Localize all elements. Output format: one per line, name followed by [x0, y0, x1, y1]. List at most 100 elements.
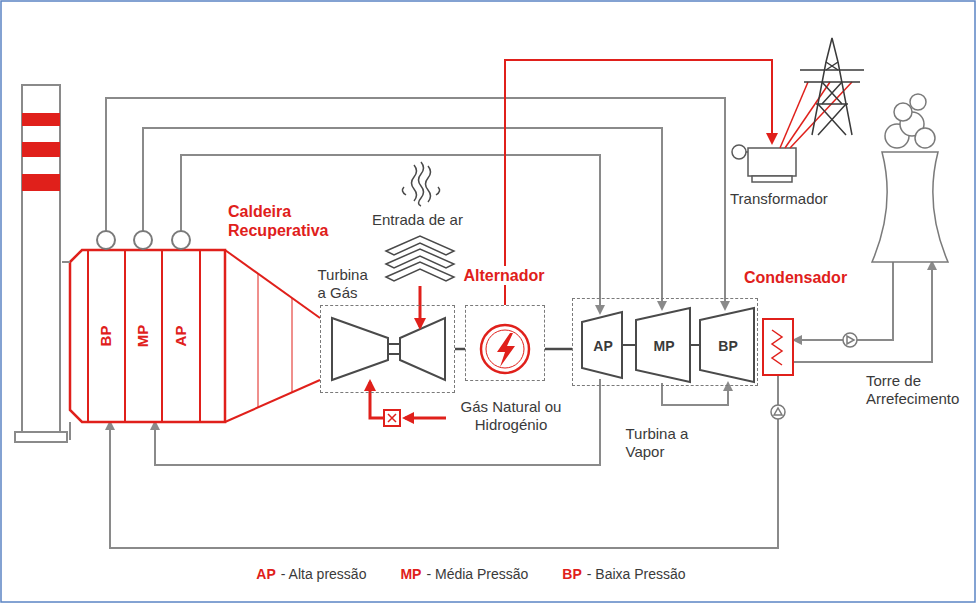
boiler-outline-part — [292, 298, 293, 392]
node-label: Turbina a Vapor — [626, 425, 698, 461]
air-intake-part — [386, 262, 454, 281]
node-label: Caldeira Recuperativa — [228, 202, 348, 240]
chimney-part — [22, 174, 60, 191]
power-pylon-part — [818, 62, 846, 135]
chimney-part — [22, 142, 60, 157]
air-intake-part — [436, 187, 440, 195]
node-label: Torre de Arrefecimento — [866, 372, 972, 408]
turbine-stage: BP — [701, 309, 755, 383]
legend-abbreviation: AP — [256, 566, 275, 583]
cooling-tower-part — [910, 94, 926, 110]
boiler-outline-part — [69, 422, 71, 440]
node-label: MP — [654, 338, 675, 355]
pumps-part — [847, 336, 854, 344]
node-label: Transformador — [728, 190, 830, 208]
fuel-supply-part — [384, 410, 400, 426]
legend-description: - Média Pressão — [426, 566, 528, 583]
alternator-symbol-part — [486, 330, 524, 368]
gas-turbine-symbol-part — [400, 318, 445, 380]
cooling-tower — [872, 94, 948, 262]
node-label: MP — [135, 325, 153, 348]
boiler-section: BP — [88, 250, 125, 422]
boiler-outline-part — [87, 250, 89, 422]
node-label: Alternador — [462, 266, 547, 285]
chimney-part — [22, 85, 60, 433]
gas-turbine-symbol-part — [388, 344, 400, 354]
shaft-line — [545, 348, 572, 351]
power-pylon-part — [800, 70, 864, 104]
boiler-outline — [62, 250, 320, 440]
pumps — [771, 333, 857, 419]
steam-turbine-stages-part — [690, 344, 700, 346]
steam-turbine-box: Turbina a VaporAPMPBP — [572, 298, 758, 386]
cooling-tower-part — [872, 152, 948, 262]
alternator-box: Alternador — [465, 305, 545, 381]
steam-turbine-stages-part — [622, 344, 636, 346]
cooling-tower: Torre de Arrefecimento — [858, 150, 962, 262]
boiler-section: AP — [162, 250, 200, 422]
steam-turbine-stages-part — [582, 312, 622, 378]
boiler-outline-part — [124, 250, 126, 422]
pumps-part — [771, 405, 785, 419]
fuel-label: Gás Natural ou Hidrogénio — [450, 398, 572, 434]
transformer — [732, 82, 852, 182]
steam-drums-part — [134, 231, 152, 249]
transformer-part — [746, 151, 748, 153]
steam-turbine-stages-part — [636, 308, 690, 382]
boiler-outline-part — [258, 274, 259, 407]
steam-turbine-stages — [582, 308, 754, 382]
node-label: BP — [98, 326, 116, 347]
steam-drums-part — [172, 231, 190, 249]
node-label: Turbina a Gás — [318, 266, 376, 302]
legend-abbreviation: MP — [400, 566, 421, 583]
alternator-symbol-part — [481, 325, 529, 373]
fuel-supply-part — [388, 414, 396, 422]
transformer-part — [752, 176, 792, 182]
power-pylon-part — [812, 38, 852, 135]
chimney-part — [15, 432, 67, 442]
legend-row: AP - Alta pressão MP - Média Pressão BP - Bai… — [0, 566, 976, 583]
boiler: Caldeira RecuperativaBPMPAP — [70, 250, 225, 422]
legend-description: - Alta pressão — [281, 566, 367, 583]
pipe-line — [181, 155, 600, 313]
boiler-section: MP — [125, 250, 162, 422]
boiler-outline-part — [225, 250, 320, 318]
chimney-part — [22, 113, 60, 126]
cooling-tower-part — [894, 103, 912, 121]
alternator-symbol-part — [497, 333, 515, 367]
pumps-part — [843, 333, 857, 347]
chimney — [15, 85, 67, 442]
gas-turbine-symbol-part — [332, 318, 388, 380]
transformer: Transformador — [740, 142, 802, 178]
air-intake-part — [419, 162, 424, 206]
steam-drums-part — [97, 231, 115, 249]
fuel-supply-part — [370, 382, 384, 418]
node-label: AP — [593, 338, 612, 355]
fuel-supply-part — [405, 417, 446, 420]
condenser: Condensador — [762, 318, 794, 376]
legend-description: - Baixa Pressão — [587, 566, 686, 583]
gas-turbine-box: Turbina a Gás — [320, 305, 455, 393]
steam-drums — [97, 231, 190, 249]
shaft-line — [455, 348, 465, 351]
node-label: BP — [718, 338, 737, 355]
air-intake-part — [426, 166, 431, 202]
transformer-part — [785, 82, 830, 148]
boiler-outline-part — [70, 250, 225, 422]
condenser-coil — [772, 330, 782, 365]
transformer-part — [780, 82, 808, 148]
boiler-outline-part — [161, 250, 163, 422]
boiler-outline-part — [199, 250, 201, 422]
air-inlet-label: Entrada de ar — [370, 211, 465, 229]
legend-abbreviation: BP — [562, 566, 581, 583]
fuel-supply — [370, 382, 446, 426]
node-label: AP — [172, 326, 190, 347]
gas-turbine-symbol — [332, 318, 445, 380]
transformer-part — [748, 148, 796, 176]
air-flow-arrow — [419, 286, 422, 327]
pipe-line — [662, 383, 728, 405]
power-pylon — [800, 38, 864, 135]
